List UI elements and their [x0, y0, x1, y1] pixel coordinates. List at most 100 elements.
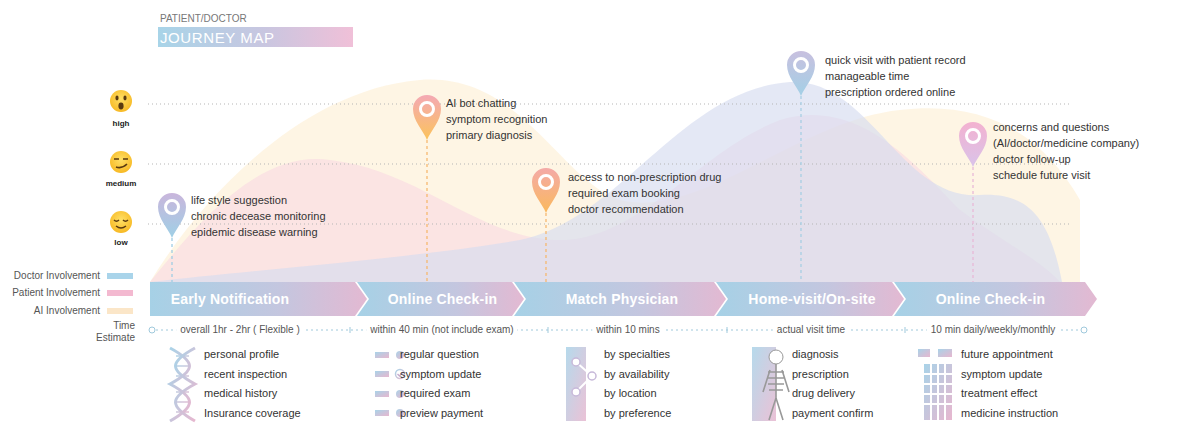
dna-rungs: [175, 356, 190, 412]
callout-text: manageable time: [825, 68, 1025, 84]
list-item: regular question: [400, 348, 479, 361]
list-item: diagnosis: [792, 348, 838, 361]
pin-marker: concerns and questions (AI/doctor/medici…: [958, 121, 988, 167]
list-item: future appointment: [961, 348, 1053, 361]
stage-chevron: Early Notification: [150, 282, 367, 316]
list-item: required exam: [400, 387, 470, 400]
checklist-bar: [375, 352, 389, 358]
pin-callout: concerns and questions (AI/doctor/medici…: [993, 119, 1153, 183]
legend-text: Patient Involvement: [12, 287, 100, 299]
callout-text: doctor recommendation: [568, 201, 768, 217]
pin-shape: [787, 51, 815, 96]
skeleton-skull: [769, 350, 783, 364]
network-node: [572, 388, 580, 396]
pin-ring: [421, 103, 434, 116]
list-item: symptom update: [961, 368, 1042, 381]
pin-callout: access to non-prescription drugrequired …: [568, 169, 768, 217]
callout-text: quick visit with patient record: [825, 52, 1025, 68]
list-item: medicine instruction: [961, 407, 1058, 420]
time-estimate: overall 1hr - 2hr ( Flexible ): [176, 324, 303, 336]
pin-shape: [413, 95, 441, 140]
stage-chevron: Online Check-in: [357, 282, 524, 316]
callout-text: schedule future visit: [993, 167, 1153, 183]
emoji-mouth: [116, 226, 126, 228]
pin-ring: [166, 201, 179, 214]
callout-text: chronic decease monitoring: [191, 208, 391, 224]
calendar-top: [918, 349, 930, 357]
emoji-eye: [115, 96, 118, 101]
pin-icon: [412, 94, 442, 140]
checklist-bar: [375, 410, 389, 416]
chevron-fill: [357, 282, 524, 316]
pin-callout: quick visit with patient recordmanageabl…: [825, 52, 1025, 100]
list-item: Insurance coverage: [204, 407, 301, 420]
time-tick: [350, 327, 351, 333]
emoji-eye: [114, 158, 128, 160]
dna-icon: [176, 348, 196, 421]
emoji-face: [110, 211, 132, 233]
callout-text: access to non-prescription drug: [568, 169, 768, 185]
leader-line: [171, 238, 172, 282]
leader-line: [972, 167, 973, 282]
stage-name: Online Check-in: [936, 291, 1046, 307]
list-item: treatment effect: [961, 387, 1037, 400]
callout-text: required exam booking: [568, 185, 768, 201]
skeleton-bones: [763, 364, 789, 420]
pin-icon: [157, 192, 187, 238]
stage-name: Match Physician: [566, 291, 679, 307]
stage-chevron: Home-visit/On-site: [716, 282, 904, 316]
callout-text: AI bot chatting: [446, 95, 646, 111]
emoji-face: [110, 90, 132, 112]
axis-label: Time Estimate: [89, 320, 135, 344]
network-node: [572, 358, 580, 366]
stage-name: Early Notification: [171, 291, 290, 307]
pin-marker: life style suggestionchronic decease mon…: [157, 192, 187, 238]
callout-text: doctor follow-up: [993, 151, 1153, 167]
time-end: [1081, 327, 1087, 333]
pin-ring: [540, 176, 553, 189]
chevron-fill: [514, 282, 726, 316]
callout-text: symptom recognition: [446, 111, 646, 127]
pin-marker: quick visit with patient recordmanageabl…: [786, 50, 816, 96]
emoji-mouth: [118, 103, 123, 110]
level-label: high: [113, 119, 130, 129]
network-links: [576, 362, 598, 392]
title-band: JOURNEY MAP: [158, 27, 353, 47]
pin-ring: [967, 130, 980, 143]
pin-icon: [786, 50, 816, 96]
pin-marker: access to non-prescription drugrequired …: [531, 167, 561, 213]
legend-text: AI Involvement: [34, 305, 100, 317]
list-item: personal profile: [204, 348, 279, 361]
list-item: prescription: [792, 368, 849, 381]
emoji-face: [110, 151, 132, 173]
leader-line: [800, 96, 801, 282]
doctor-area: [150, 82, 1062, 282]
legend-swatch: [107, 290, 133, 296]
time-estimate: 10 min daily/weekly/monthly: [927, 324, 1060, 336]
callout-text: epidemic disease warning: [191, 224, 391, 240]
callout-text: prescription ordered online: [825, 84, 1025, 100]
level-label: low: [114, 238, 127, 248]
leader-line: [545, 213, 546, 282]
list-item: recent inspection: [204, 368, 287, 381]
list-item: preview payment: [400, 407, 483, 420]
calendar-body: [924, 364, 952, 420]
time-estimate: actual visit time: [773, 324, 849, 336]
list-item: drug delivery: [792, 387, 855, 400]
level-line: [148, 164, 1072, 165]
time-tick: [548, 327, 549, 333]
time-tick: [727, 327, 728, 333]
list-item: by preference: [604, 407, 671, 420]
emoji-eye: [114, 220, 128, 221]
stage-name: Online Check-in: [388, 291, 498, 307]
stage-chevron: Online Check-in: [894, 282, 1097, 316]
emoji-mouth: [116, 164, 127, 168]
leader-line: [426, 140, 427, 282]
stage-chevron: Match Physician: [514, 282, 726, 316]
list-item: symptom update: [400, 368, 481, 381]
time-estimate: within 10 mins: [592, 324, 663, 336]
checklist-bar: [375, 391, 389, 397]
pin-shape: [158, 193, 186, 238]
legend-text: Doctor Involvement: [14, 270, 100, 282]
list-item: payment confirm: [792, 407, 873, 420]
